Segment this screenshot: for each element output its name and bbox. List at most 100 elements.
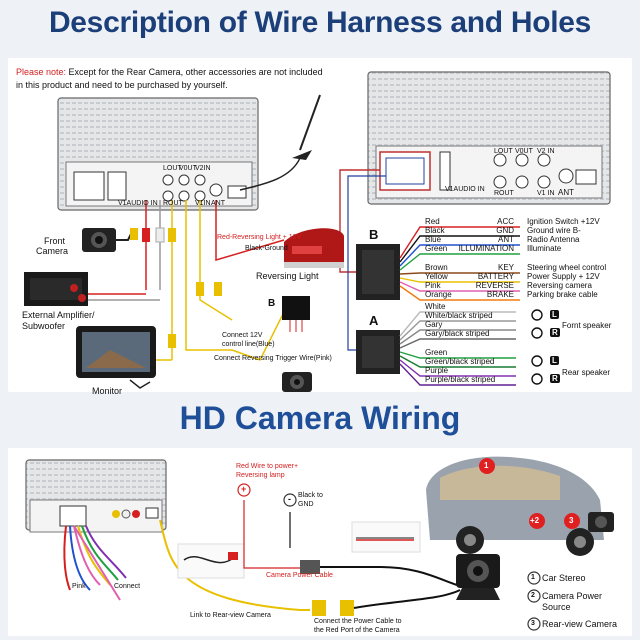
connect-label: Connect <box>114 583 141 590</box>
harness-b-color-1: Black <box>425 226 445 235</box>
harness-a-row-0: White <box>425 302 446 311</box>
note-text-1: Except for the Rear Camera, other access… <box>66 67 323 77</box>
amplifier-icon <box>24 272 88 306</box>
harness-b-wire-1 <box>399 235 520 263</box>
harness-b-color-2: Blue <box>425 235 442 244</box>
speaker-icon-6 <box>531 373 543 385</box>
right-port-label-vout: V0UT <box>515 148 533 155</box>
harness-a-row-3: Gary/black striped <box>425 329 490 338</box>
harness-a-wire-7 <box>399 363 516 386</box>
bottom-harness <box>63 525 127 601</box>
harness-b-func-2: ANT <box>498 235 514 244</box>
harness-b-wires <box>399 226 520 301</box>
harness-b-color-7: Orange <box>425 290 452 299</box>
rca-cables <box>88 200 291 361</box>
bottom-head-unit <box>25 459 167 533</box>
black-ground-label: Black-Ground <box>245 245 288 252</box>
left-port-label-vout: V0UT <box>179 165 197 172</box>
small-b-connector <box>282 296 310 332</box>
rear-speaker-label: Rear speaker <box>562 368 611 377</box>
car-icon <box>426 456 604 556</box>
legend-num-1: 1 <box>531 574 535 581</box>
harness-b-wire-6 <box>399 281 520 292</box>
front-speaker-label: Fornt speaker <box>562 321 612 330</box>
right-port-label-v2in: V2 IN <box>537 148 555 155</box>
note-text-2: in this product and need to be purchased… <box>16 80 228 90</box>
harness-a-wire-1 <box>399 320 516 341</box>
speaker-side-0: L <box>550 310 559 320</box>
harness-a-wire-4 <box>399 351 516 359</box>
harness-b-wire-5 <box>399 277 520 283</box>
harness-b-color-5: Yellow <box>425 272 448 281</box>
connect-power-label-2: the Red Port of the Camera <box>314 627 400 634</box>
legend-text-2a: Camera Power <box>542 591 603 601</box>
speaker-icon-4 <box>531 355 543 367</box>
monitor-label: Monitor <box>92 386 123 396</box>
car-marker-3: 3 <box>569 516 574 525</box>
minus-symbol: - <box>288 494 291 504</box>
rear-camera-top-icon <box>282 372 312 392</box>
plus-symbol: + <box>241 484 247 494</box>
harness-b-desc-5: Power Supply + 12V <box>527 272 600 281</box>
bottom-title: HD Camera Wiring <box>179 400 461 436</box>
monitor-icon <box>76 326 156 389</box>
harness-a-row-7: Purple/black striped <box>425 375 496 384</box>
harness-b-color-3: Green <box>425 244 448 253</box>
amplifier-label-1: External Amplifier/ <box>22 310 95 320</box>
harness-b-color-0: Red <box>425 217 440 226</box>
harness-b-func-0: ACC <box>497 217 514 226</box>
harness-a-row-5: Green/black striped <box>425 357 495 366</box>
harness-a-label: A <box>369 313 379 328</box>
front-camera-label-2: Camera <box>36 246 69 256</box>
reversing-light-icon <box>284 228 344 268</box>
harness-a-wire-6 <box>399 359 516 377</box>
left-port-label-v1in: V1IN <box>195 200 211 207</box>
red-reversing-label: Red-Reversing Light + 12V <box>217 234 302 241</box>
harness-b-desc-6: Reversing camera <box>527 281 592 290</box>
left-head-unit <box>57 97 259 211</box>
red-wire-label-1: Red Wire to power+ <box>236 463 299 470</box>
harness-b-desc-0: Ignition Switch +12V <box>527 217 600 226</box>
harness-b-desc-1: Ground wire B- <box>527 226 581 235</box>
harness-b-func-5: BATTERY <box>477 272 514 281</box>
right-port-label-v1in: V1 IN <box>537 190 555 197</box>
harness-b-desc-7: Parking brake cable <box>527 290 598 299</box>
front-camera-icon <box>82 228 138 252</box>
harness-b-func-3: ILLUMINATION <box>458 244 514 253</box>
harness-b-color-4: Brown <box>425 263 448 272</box>
right-head-unit <box>367 71 611 205</box>
car-marker-2: +2 <box>530 516 540 525</box>
harness-b-label: B <box>369 227 379 242</box>
connect-12v-label-1: Connect 12V <box>222 332 263 339</box>
harness-a-wires <box>399 309 543 386</box>
pink-label: Pink <box>72 583 86 590</box>
harness-b-desc-2: Radio Antenna <box>527 235 580 244</box>
speaker-side-2: R <box>550 328 560 338</box>
amplifier-label-2: Subwoofer <box>22 321 66 331</box>
left-port-label-lout: LOUT <box>163 165 182 172</box>
right-port-label-ant: ANT <box>558 188 574 197</box>
left-port-label-rout: ROUT <box>163 200 183 207</box>
harness-b-connector <box>356 244 400 300</box>
legend-num-3: 3 <box>531 620 535 627</box>
harness-b-desc-4: Steering wheel control <box>527 263 607 272</box>
harness-a-row-6: Purple <box>425 366 449 375</box>
harness-a-wire-5 <box>399 355 516 368</box>
top-title: Description of Wire Harness and Holes <box>48 6 592 39</box>
speaker-side-4: L <box>550 356 559 366</box>
left-audio-label: V1AUDIO IN <box>118 200 158 207</box>
harness-a-row-4: Green <box>425 348 448 357</box>
connect-power-label-1: Connect the Power Cable to <box>314 618 402 625</box>
harness-b-func-1: GND <box>496 226 514 235</box>
harness-a-connector <box>356 330 400 374</box>
car-rear-camera-icon <box>588 512 614 532</box>
note: Please note: Except for the Rear Camera,… <box>16 67 323 77</box>
legend-text-2b: Source <box>542 602 571 612</box>
link-rear-view-label: Link to Rear-view Camera <box>190 612 271 619</box>
antenna-icon <box>239 94 321 191</box>
legend-text-3: Rear-view Camera <box>542 619 618 629</box>
harness-b-wire-7 <box>399 285 520 301</box>
harness-a-wire-2 <box>399 329 516 345</box>
